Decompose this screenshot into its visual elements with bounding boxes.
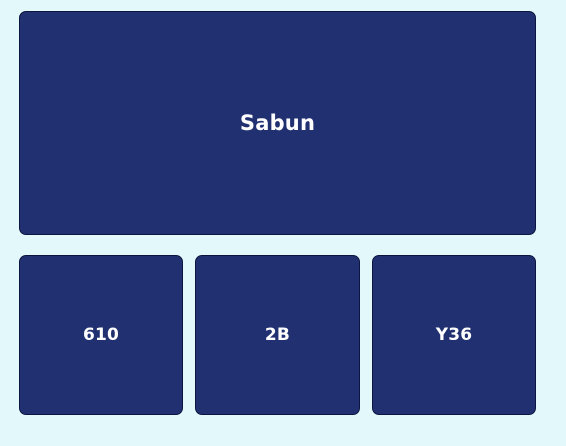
tile-label: Y36: [435, 325, 473, 345]
tile-2b[interactable]: 2B: [195, 255, 360, 415]
tile-610[interactable]: 610: [19, 255, 183, 415]
tile-label: 2B: [264, 325, 291, 345]
tile-label: Sabun: [239, 111, 316, 135]
tile-sabun[interactable]: Sabun: [19, 11, 536, 235]
tile-label: 610: [82, 325, 120, 345]
tile-y36[interactable]: Y36: [372, 255, 536, 415]
